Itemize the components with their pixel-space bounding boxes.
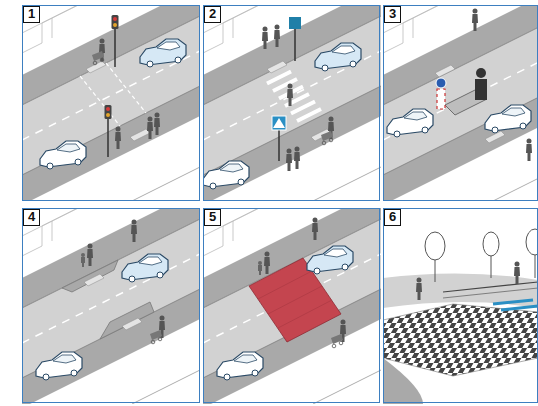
car — [387, 109, 433, 137]
trees — [425, 229, 538, 282]
scene-panel: 1 — [22, 5, 200, 201]
panel-number: 6 — [384, 209, 401, 226]
pedestrian — [264, 252, 270, 275]
street — [383, 5, 538, 201]
child — [258, 261, 262, 275]
tactile-paving — [122, 318, 142, 330]
crossing-line — [80, 76, 120, 126]
railing — [443, 282, 538, 292]
pedestrian — [416, 278, 422, 301]
zebra-crossing — [203, 5, 381, 201]
panel-number: 2 — [204, 6, 221, 23]
car — [140, 39, 186, 67]
car — [36, 352, 82, 380]
street — [203, 5, 381, 201]
panel-number: 5 — [204, 209, 221, 226]
bollard — [437, 89, 445, 109]
road — [383, 273, 538, 308]
car — [307, 246, 353, 274]
zebra-stripes — [267, 72, 321, 122]
car — [217, 352, 263, 380]
crossing-sign-triangle — [273, 118, 285, 128]
pedestrian — [514, 262, 520, 285]
panel-number: 4 — [23, 209, 40, 226]
signalized-crossing — [22, 5, 200, 201]
pedestrian — [274, 25, 280, 48]
brick-lines — [258, 271, 332, 328]
sign — [289, 17, 301, 29]
bench — [493, 300, 533, 304]
car — [203, 161, 249, 189]
checkered-plaza — [383, 304, 538, 376]
traffic-light — [105, 105, 112, 157]
pram — [92, 51, 104, 65]
pedestrian — [154, 113, 160, 136]
tactile-paving — [84, 274, 104, 286]
pedestrian — [526, 139, 532, 162]
pedestrian — [262, 27, 268, 50]
curb-corner — [383, 358, 423, 404]
crossing-line — [106, 63, 146, 113]
panel-number: 3 — [384, 6, 401, 23]
background — [383, 208, 538, 404]
refuge-island — [383, 5, 538, 201]
pedestrian — [312, 218, 318, 241]
pedestrian — [287, 84, 293, 107]
scene-panel: 5 — [203, 208, 380, 403]
street — [203, 208, 381, 404]
tactile-paving — [435, 65, 455, 77]
panel-number: 1 — [23, 6, 40, 23]
pedestrian — [115, 127, 121, 150]
car — [122, 254, 168, 282]
traffic-light — [112, 15, 119, 67]
tactile-paving — [485, 131, 505, 143]
pedestrian — [475, 79, 487, 100]
scene-panel: 2 — [203, 5, 380, 201]
curb-extension-lower — [100, 302, 154, 339]
pedestrian-head — [476, 68, 486, 78]
curb-extension — [22, 208, 200, 404]
tactile-paving — [267, 61, 287, 73]
pram — [321, 131, 333, 145]
street — [22, 208, 200, 404]
raised-table — [203, 208, 381, 404]
pedestrian — [472, 9, 478, 32]
scene-panel: 4 — [22, 208, 200, 403]
pedestrian — [286, 149, 292, 172]
tactile-paving — [86, 61, 106, 73]
scene-panel: 6 — [383, 208, 538, 403]
car — [40, 141, 86, 169]
railing — [443, 288, 538, 298]
car — [485, 105, 531, 133]
pedestrian — [131, 220, 137, 243]
crossing-sign — [272, 116, 286, 130]
shared-space — [383, 208, 538, 404]
keep-right-sign — [436, 78, 446, 88]
pram — [331, 334, 343, 348]
street — [22, 5, 200, 201]
pedestrian — [147, 117, 153, 140]
pedestrian — [87, 244, 93, 267]
tactile-paving — [130, 129, 150, 141]
pedestrian — [294, 147, 300, 170]
pram — [150, 330, 162, 344]
car — [315, 43, 361, 71]
bench — [501, 306, 538, 310]
child — [81, 253, 85, 267]
scene-panel: 3 — [383, 5, 538, 201]
